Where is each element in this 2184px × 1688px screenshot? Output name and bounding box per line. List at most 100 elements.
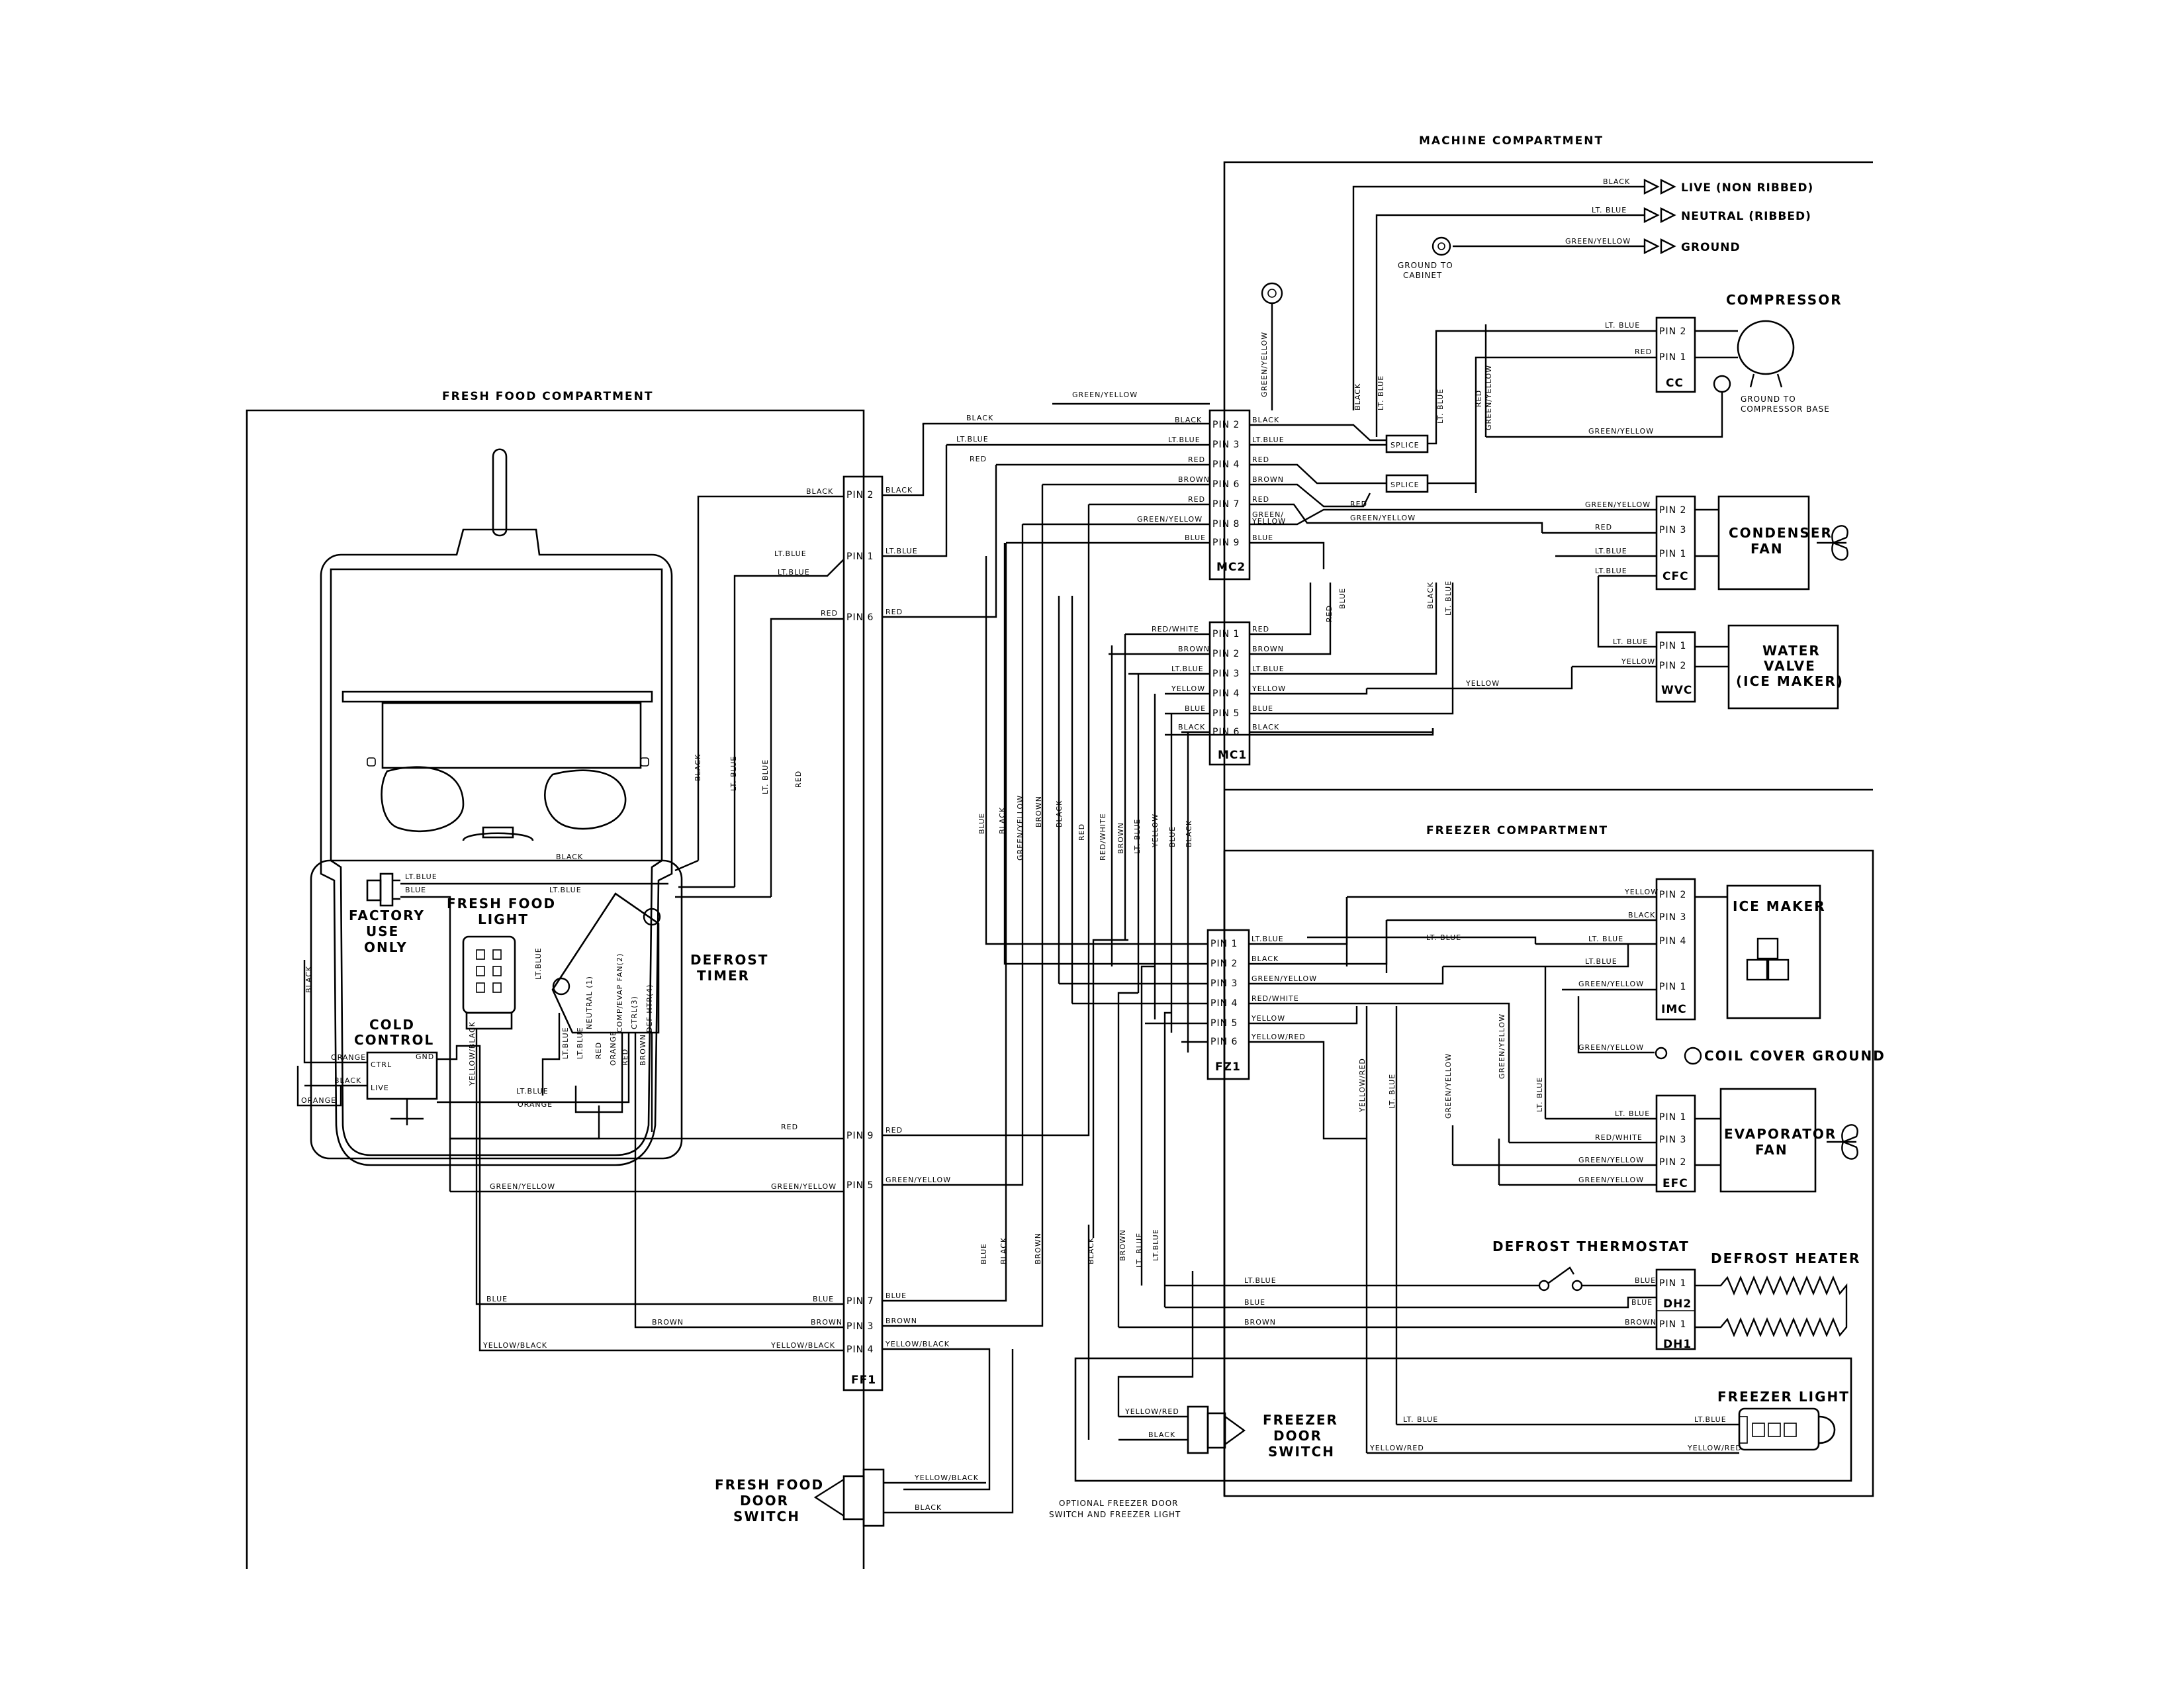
compartment-borders [246, 161, 1874, 1569]
svg-text:PIN 4: PIN 4 [1210, 998, 1238, 1009]
freezer-light-label: FREEZER LIGHT [1717, 1389, 1850, 1405]
wire-label: BLACK [1178, 723, 1205, 731]
wire-label: BLACK [1353, 383, 1362, 410]
defrost-timer [551, 892, 661, 1034]
wire-label: BLUE [1631, 1298, 1653, 1307]
wire-label: LT. BLUE [729, 756, 738, 791]
mc2-connector: PIN 2 PIN 3 PIN 4 PIN 6 PIN 7 PIN 8 PIN … [1208, 409, 1251, 581]
wire-label: GREEN/YELLOW [1444, 1053, 1453, 1119]
timer-terminal-label: NEUTRAL (1) [585, 976, 594, 1029]
wire-label: BROWN [886, 1317, 917, 1325]
wire-label: LT. BLUE [1615, 1109, 1650, 1118]
neutral-label: NEUTRAL (RIBBED) [1681, 210, 1811, 223]
evaporator-label: FAN [1755, 1142, 1788, 1158]
wire-label: RED [594, 1042, 603, 1059]
ice-maker-label: ICE MAKER [1733, 898, 1826, 914]
wire-label: GREEN/YELLOW [1016, 795, 1024, 861]
wire-label: BROWN [1625, 1318, 1657, 1327]
pin-label: PIN 3 [1659, 1135, 1686, 1145]
wire-label: BLACK [806, 487, 833, 496]
svg-text:PIN 1: PIN 1 [846, 551, 874, 562]
wire-label: GREEN/YELLOW [1588, 427, 1654, 436]
pin-label: PIN 2 [1659, 505, 1686, 516]
wire-label: LT.BLUE [534, 947, 543, 980]
connector-dh2: DH2 [1663, 1297, 1692, 1311]
svg-text:PIN 1: PIN 1 [1212, 629, 1240, 639]
wire-label: LT.BLUE [576, 1027, 584, 1059]
wire-label: YELLOW [1251, 1014, 1285, 1023]
wire-label: BROWN [1034, 796, 1043, 827]
heater-element-icon [1695, 1275, 1848, 1311]
wire-label: LT.BLUE [1595, 567, 1627, 575]
water-valve [1655, 624, 1839, 710]
wire-label: BLACK [1628, 911, 1655, 919]
splice-label: SPLICE [1390, 441, 1420, 449]
svg-text:MC1: MC1 [1218, 749, 1247, 762]
wire-label: YELLOW/RED [1369, 1444, 1424, 1452]
pin-label: PIN 2 [1659, 661, 1686, 671]
svg-text:PIN 6: PIN 6 [1212, 479, 1240, 490]
wire-label: GREEN/YELLOW [886, 1176, 951, 1184]
optional-note: OPTIONAL FREEZER DOOR [1059, 1499, 1179, 1508]
compressor-label: COMPRESSOR [1726, 292, 1843, 308]
wire-label: BLACK [999, 1237, 1008, 1264]
wire-label: BLACK [1252, 416, 1279, 424]
wire-label: LT. BLUE [1403, 1415, 1438, 1424]
wire-label: BLACK [915, 1503, 942, 1512]
pin-label: PIN 2 [1659, 326, 1686, 337]
ff-door-switch-label: FRESH FOOD [715, 1477, 824, 1493]
ff-light-label: LIGHT [478, 912, 529, 927]
cold-control-terminal: LIVE [371, 1084, 389, 1092]
factory-use-label: USE [366, 923, 399, 939]
wire-label: BLUE [1635, 1276, 1656, 1285]
wire-label: RED [1350, 500, 1367, 508]
freezer-door-switch-label: FREEZER [1263, 1412, 1338, 1428]
wire-label: YELLOW [1465, 679, 1500, 688]
wire-label: GREEN/YELLOW [1578, 980, 1644, 988]
freezer-door-switch-label: DOOR [1273, 1428, 1322, 1444]
wire-label: LT. BLUE [1592, 206, 1627, 214]
svg-text:PIN 5: PIN 5 [846, 1180, 874, 1191]
wire-label: LT. BLUE [1588, 935, 1623, 943]
wire-label: ORANGE [518, 1100, 553, 1109]
wire-label: BLACK [1087, 1237, 1095, 1264]
wire-label: RED/WHITE [1099, 813, 1107, 861]
wire-label: ORANGE [609, 1031, 617, 1066]
svg-text:PIN 2: PIN 2 [1210, 959, 1238, 969]
cold-control-label: CONTROL [354, 1032, 434, 1048]
factory-use-label: FACTORY [349, 908, 425, 923]
svg-text:PIN 6: PIN 6 [1210, 1037, 1238, 1047]
wire-label: BLACK [1426, 582, 1435, 609]
wire-label: LT.BLUE [1585, 957, 1617, 966]
wire-label: RED [781, 1123, 798, 1131]
wire-label: RED [794, 771, 803, 788]
wire-label: BLACK [694, 754, 702, 781]
wire-label: ORANGE [301, 1096, 336, 1105]
wire-label: RED [1595, 523, 1612, 532]
wire-label: RED [1077, 823, 1086, 841]
wire-label: BLACK [966, 414, 993, 422]
wire-label: LT. BLUE [1388, 1074, 1396, 1109]
wire-label: BLUE [1185, 704, 1206, 713]
wire-label: BROWN [1252, 645, 1284, 653]
wire-label: BROWN [811, 1318, 842, 1327]
connector-cc: CC [1666, 377, 1684, 390]
fz1-connector: PIN 1 PIN 2 PIN 3 PIN 4 PIN 5 PIN 6 FZ1 [1206, 929, 1250, 1080]
evaporator-label: EVAPORATOR [1724, 1126, 1837, 1142]
wire-label: LT.BLUE [549, 886, 582, 894]
wire-label: GREEN/YELLOW [1260, 332, 1269, 397]
cold-control-label: COLD [369, 1017, 415, 1033]
wire-label: LT. BLUE [1426, 933, 1461, 942]
wire-label: YELLOW/BLACK [914, 1474, 979, 1482]
svg-text:PIN 2: PIN 2 [846, 490, 874, 500]
ground-label: GROUND [1681, 241, 1741, 254]
wire-label: LT.BLUE [1171, 665, 1204, 673]
wire-label: RED/WHITE [1152, 625, 1199, 633]
wire-label: BROWN [1252, 475, 1284, 484]
svg-text:PIN 3: PIN 3 [1212, 440, 1240, 450]
ground-compressor-text: GROUND TO [1741, 395, 1796, 404]
wire-label: LT.BLUE [778, 568, 810, 577]
wire-label: BLACK [1148, 1430, 1175, 1439]
svg-text:PIN 3: PIN 3 [1210, 978, 1238, 989]
svg-text:MC2: MC2 [1216, 561, 1246, 574]
